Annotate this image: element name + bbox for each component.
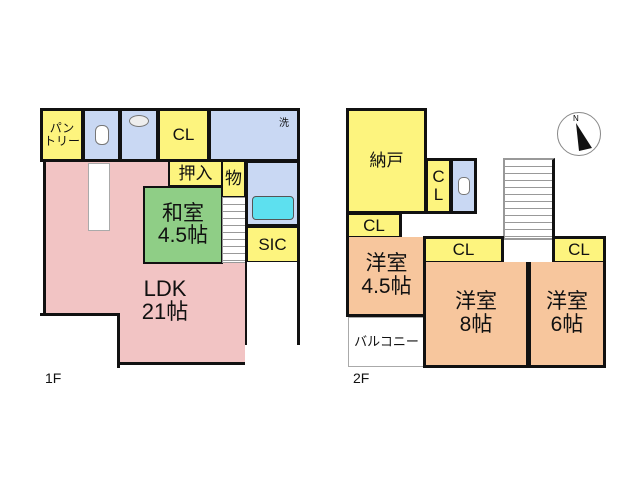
room-c-size: 6帖 <box>550 312 584 336</box>
entrance <box>245 262 300 345</box>
room-toilet-2f <box>450 158 477 214</box>
room-closet-1f: CL <box>157 108 210 162</box>
room-closet-b: CL <box>423 236 504 264</box>
outdoor-corner <box>40 313 120 368</box>
room-western-b: 洋室 8帖 <box>423 262 529 368</box>
room-b-size: 8帖 <box>459 312 493 336</box>
room-bath <box>245 160 300 227</box>
room-western-c: 洋室 6帖 <box>528 262 606 368</box>
room-c-name: 洋室 <box>546 290 588 314</box>
toilet-icon <box>94 125 109 145</box>
ldk-size: 21帖 <box>141 299 189 324</box>
bathtub-icon <box>251 196 294 220</box>
ldk-name: LDK <box>143 275 187 301</box>
kitchen-counter <box>88 163 110 231</box>
room-western-a: 洋室 4.5帖 <box>346 237 425 317</box>
room-toilet <box>82 108 121 162</box>
floor-label-1f: 1F <box>45 370 62 386</box>
sink-icon <box>129 115 149 127</box>
room-closet-a: CL <box>346 212 402 239</box>
room-closet-vertical: C L <box>425 158 452 214</box>
north-label: N <box>573 114 579 123</box>
room-closet-c: CL <box>552 236 606 264</box>
compass-icon: N <box>557 112 601 156</box>
room-a-name: 洋室 <box>365 252 408 276</box>
room-a-size: 4.5帖 <box>361 274 412 298</box>
room-storage: 物 <box>221 160 246 198</box>
toilet-icon <box>457 177 470 195</box>
room-oshiire: 押入 <box>168 160 223 187</box>
balcony: バルコニー <box>348 317 425 367</box>
room-b-name: 洋室 <box>455 290 497 314</box>
room-washitsu: 和室 4.5帖 <box>143 186 223 264</box>
room-ldk-label: LDK 21帖 <box>120 270 210 330</box>
washitsu-name: 和室 <box>162 201 204 225</box>
room-pantry: パン トリー <box>40 108 84 162</box>
stairs-1f <box>222 197 246 263</box>
stairs-2f <box>503 158 555 240</box>
room-nando: 納戸 <box>346 108 427 214</box>
room-laundry: 洗 <box>208 108 300 162</box>
floor-label-2f: 2F <box>353 370 370 386</box>
room-washroom <box>119 108 159 162</box>
washitsu-size: 4.5帖 <box>157 224 209 247</box>
room-sic: SIC <box>245 225 300 264</box>
